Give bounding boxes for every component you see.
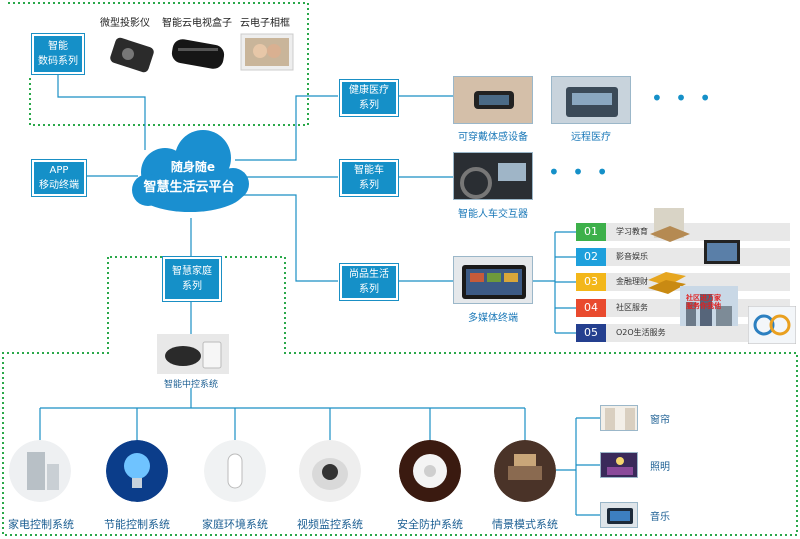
photo-frame-image xyxy=(238,32,296,76)
life-label-2: 系列 xyxy=(359,284,379,295)
remote-medical-label: 远程医疗 xyxy=(571,132,611,143)
hub-label: 智能中控系统 xyxy=(163,380,218,390)
service-row-5: 05 O2O生活服务 xyxy=(576,324,790,342)
system-label-scene: 情景模式系统 xyxy=(492,518,558,531)
digital-item-frame-label: 云电子相框 xyxy=(240,18,290,29)
service-label-5: O2O生活服务 xyxy=(616,328,666,337)
scene-label-music: 音乐 xyxy=(650,512,670,523)
multimedia-terminal-image xyxy=(453,256,533,304)
health-label-2: 系列 xyxy=(359,100,379,111)
service-num-2: 02 xyxy=(576,248,606,266)
cloud-title: 随身随e xyxy=(170,160,216,174)
car-interaction-image xyxy=(453,152,533,200)
cloud-subtitle: 智慧生活云平台 xyxy=(143,180,235,195)
service-num-4: 04 xyxy=(576,299,606,317)
service-label-2: 影音娱乐 xyxy=(616,252,648,261)
digital-label-1: 智能 xyxy=(48,41,68,52)
scene-label-curtain: 窗帘 xyxy=(650,415,670,426)
service-label-3: 金融理财 xyxy=(616,277,648,286)
appliance-control-icon xyxy=(9,440,71,502)
app-label-1: APP xyxy=(49,165,69,176)
projector-image xyxy=(106,32,158,76)
system-label-appliance: 家电控制系统 xyxy=(8,518,74,531)
multimedia-terminal-label: 多媒体终端 xyxy=(468,313,518,324)
community-image: 社区进万家 服务你我他 xyxy=(680,286,738,326)
hub-image xyxy=(157,334,229,374)
app-label-2: 移动终端 xyxy=(39,180,79,191)
car-label-2: 系列 xyxy=(359,180,379,191)
security-protection-icon xyxy=(399,440,461,502)
service-num-1: 01 xyxy=(576,223,606,241)
music-image xyxy=(600,502,638,528)
digital-label-2: 数码系列 xyxy=(38,56,78,67)
cloud-shape xyxy=(132,130,249,212)
system-label-environment: 家庭环境系统 xyxy=(202,518,268,531)
tvbox-image xyxy=(168,32,228,76)
car-series-box: 智能车 系列 xyxy=(339,159,399,197)
digital-item-projector-label: 微型投影仪 xyxy=(100,18,150,29)
service-banner-line2: 服务你我他 xyxy=(686,302,721,310)
service-banner-line1: 社区进万家 xyxy=(686,294,721,302)
service-num-3: 03 xyxy=(576,273,606,291)
wearable-image xyxy=(453,76,533,124)
energy-control-icon xyxy=(106,440,168,502)
system-label-security: 安全防护系统 xyxy=(397,518,463,531)
lighting-image xyxy=(600,452,638,478)
system-label-surveillance: 视频监控系统 xyxy=(297,518,363,531)
service-label-1: 学习教育 xyxy=(616,227,648,236)
home-series-box: 智慧家庭 系列 xyxy=(162,256,222,302)
life-series-box: 尚品生活 系列 xyxy=(339,263,399,301)
app-terminal-box: APP 移动终端 xyxy=(31,159,87,197)
education-image xyxy=(646,204,694,244)
environment-control-icon xyxy=(204,440,266,502)
health-series-box: 健康医疗 系列 xyxy=(339,79,399,117)
car-label-1: 智能车 xyxy=(354,165,384,176)
scene-mode-icon xyxy=(494,440,556,502)
scene-label-lighting: 照明 xyxy=(650,462,670,473)
car-more: • • • xyxy=(548,160,612,184)
system-label-energy: 节能控制系统 xyxy=(104,518,170,531)
health-label-1: 健康医疗 xyxy=(349,85,389,96)
video-surveillance-icon xyxy=(299,440,361,502)
digital-item-tvbox-label: 智能云电视盒子 xyxy=(162,18,232,29)
life-label-1: 尚品生活 xyxy=(349,269,389,280)
entertainment-image xyxy=(700,236,744,270)
service-banner: 社区进万家 服务你我他 xyxy=(686,294,721,310)
finance-image xyxy=(646,260,692,296)
service-num-5: 05 xyxy=(576,324,606,342)
health-more: • • • xyxy=(651,86,715,110)
service-label-4: 社区服务 xyxy=(616,303,648,312)
wearable-label: 可穿戴体感设备 xyxy=(458,132,528,143)
home-label-1: 智慧家庭 xyxy=(172,266,212,277)
car-interaction-label: 智能人车交互器 xyxy=(458,209,528,220)
curtain-image xyxy=(600,405,638,431)
remote-medical-image xyxy=(551,76,631,124)
o2o-image xyxy=(748,306,796,344)
digital-series-box: 智能 数码系列 xyxy=(31,33,85,75)
home-label-2: 系列 xyxy=(182,281,202,292)
